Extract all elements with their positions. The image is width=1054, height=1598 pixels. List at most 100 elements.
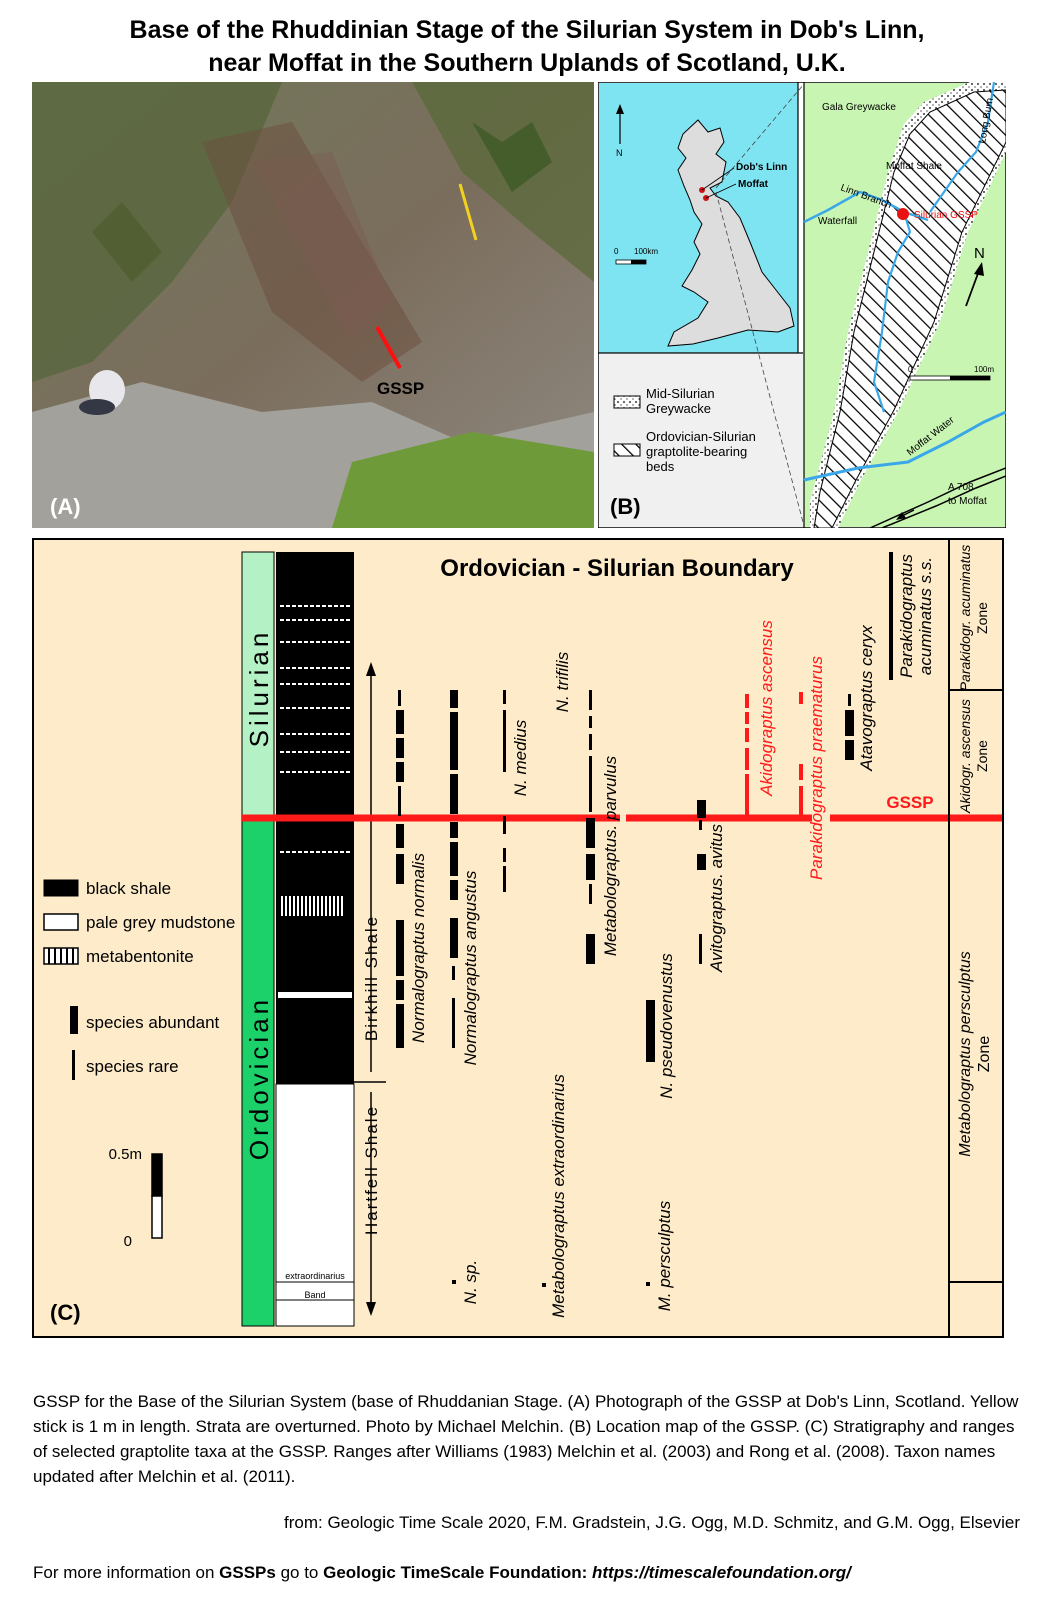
hartfell-shale-label: Hartfell Shale [362, 1105, 381, 1235]
range-ascensus [745, 694, 749, 818]
taxon-avitus: Avitograptus. avitus [707, 823, 726, 973]
taxon-medius: N. medius [511, 719, 530, 796]
zone-3-l1: Metabolograptus persculptus [957, 951, 974, 1156]
chart-heading: Ordovician - Silurian Boundary [440, 555, 794, 582]
legend-greywacke-l1: Mid-Silurian [646, 386, 715, 401]
scale-top-label: 0.5m [109, 1146, 142, 1163]
graptolite-beds-zone [813, 89, 1006, 528]
map-road-l1: A 708 [948, 482, 974, 493]
taxon-ceryx: Atavograptus ceryx [857, 625, 876, 772]
taxon-angustus: Normalograptus angustus [461, 870, 480, 1065]
stratigraphy-chart: Silurian Ordovician extraordinarius Band… [32, 538, 1004, 1338]
legend-mudstone-swatch [43, 913, 79, 931]
moffat-water-river [803, 410, 1006, 482]
britain-outline [667, 119, 795, 347]
more-middle: go to [275, 1563, 324, 1582]
zone-2-l1: Akidogr. ascensus [957, 699, 973, 814]
map-gala-greywacke: Gala Greywacke [822, 102, 896, 113]
detail-scale-m: 100m [974, 365, 994, 374]
range-extraordinarius [542, 1283, 546, 1287]
scale-bar-bottom [151, 1195, 163, 1239]
taxon-nsp: N. sp. [461, 1260, 480, 1304]
panel-c-frame [32, 538, 1004, 1338]
legend-beds-swatch [613, 443, 641, 457]
mudstone-column [275, 1083, 355, 1327]
taxon-acuminatus-l2: acuminatus s.s. [916, 557, 935, 675]
range-pseudovenustus [646, 1000, 655, 1062]
photo-gssp-label: GSSP [377, 379, 424, 398]
more-foundation: Geologic TimeScale Foundation: [323, 1563, 588, 1582]
legend-metabentonite: metabentonite [86, 947, 194, 966]
gssp-location-dot [897, 208, 909, 220]
legend-beds-l2: graptolite-bearing [646, 444, 747, 459]
legend-abundant-swatch [70, 1006, 78, 1034]
range-parvulus [586, 690, 595, 964]
detail-north-label: N [974, 245, 985, 262]
legend-abundant: species abundant [86, 1013, 220, 1032]
outcrop-photo: GSSP (A) [32, 82, 594, 528]
taxon-ascensus: Akidograptus ascensus [757, 620, 776, 797]
taxon-persculptus: M. persculptus [655, 1200, 674, 1311]
legend-black-shale: black shale [86, 879, 171, 898]
legend-greywacke-l2: Greywacke [646, 401, 711, 416]
range-acuminatus [889, 552, 893, 680]
legend-metabentonite-swatch [43, 947, 79, 965]
zone-2-l2: Zone [974, 740, 990, 772]
credit-line: from: Geologic Time Scale 2020, F.M. Gra… [284, 1513, 1020, 1532]
a708-road [869, 467, 1006, 528]
legend-rare-swatch [72, 1050, 75, 1080]
legend-beds-l3: beds [646, 459, 675, 474]
zone-1-l2: Zone [974, 602, 990, 634]
pale-mudstone-band [278, 992, 352, 998]
taxon-pseudovenustus: N. pseudovenustus [657, 953, 676, 1099]
birkhill-shale-label: Birkhill Shale [362, 915, 381, 1041]
location-map: Dob's Linn Moffat N 0 100km Mid-Silurian… [598, 82, 1006, 528]
taxon-trifilis: N. trifilis [553, 651, 572, 712]
figure-caption: GSSP for the Base of the Silurian System… [33, 1392, 1019, 1486]
taxon-acuminatus-l1: Parakidograptus [897, 554, 916, 678]
page-title: Base of the Rhuddinian Stage of the Silu… [0, 14, 1054, 80]
range-normalis [396, 690, 404, 1048]
legend-beds-l1: Ordovician-Silurian [646, 429, 756, 444]
long-burn-stream [929, 82, 996, 213]
panel-c-label: (C) [50, 1300, 81, 1325]
panel-b-label: (B) [610, 494, 641, 519]
range-angustus [450, 690, 458, 1048]
ordovician-label: Ordovician [244, 996, 274, 1160]
inset-scale-km: 100km [634, 247, 658, 256]
scale-bar-top [151, 1153, 163, 1197]
more-gssps: GSSPs [219, 1563, 276, 1582]
range-nsp [452, 1280, 456, 1284]
title-line-1: Base of the Rhuddinian Stage of the Silu… [129, 16, 925, 44]
foundation-link[interactable]: https://timescalefoundation.org/ [592, 1563, 851, 1582]
inset-north-label: N [616, 148, 623, 158]
inset-dobs-linn-label: Dob's Linn [736, 162, 787, 173]
legend-black-shale-swatch [43, 879, 79, 897]
inset-moffat-label: Moffat [738, 179, 769, 190]
zone-1-l1: Parakidogr. acuminatus [957, 545, 973, 692]
detail-scale-zero: 0 [908, 365, 913, 374]
legend-greywacke-swatch [613, 395, 641, 409]
more-prefix: For more information on [33, 1563, 220, 1582]
band-label-l1: extraordinarius [285, 1271, 345, 1281]
taxon-parvulus: Metabolograptus. parvulus [601, 755, 620, 956]
scale-bottom-label: 0 [124, 1233, 132, 1250]
map-silurian-gssp: Silurian GSSP [914, 210, 978, 221]
range-ceryx [845, 694, 854, 760]
title-line-2: near Moffat in the Southern Uplands of S… [208, 49, 846, 77]
range-medius [503, 690, 506, 892]
map-waterfall: Waterfall [818, 216, 857, 227]
taxon-praematurus: Parakidograptus praematurus [807, 656, 826, 880]
zone-3-l2: Zone [976, 1036, 993, 1073]
range-persculptus [646, 1282, 650, 1286]
silurian-label: Silurian [244, 629, 274, 748]
inset-scale-zero: 0 [614, 247, 619, 256]
gssp-marker-line [375, 326, 402, 369]
yellow-stick [458, 183, 478, 241]
hartfell-arrow-icon [366, 1302, 376, 1316]
more-info-line: For more information on GSSPs go to Geol… [33, 1563, 851, 1583]
legend-pale-grey: pale grey mudstone [86, 913, 235, 932]
range-avitus [697, 800, 706, 964]
taxon-normalis: Normalograptus normalis [409, 853, 428, 1043]
map-moffat-shale: Moffat Shale [886, 161, 942, 172]
